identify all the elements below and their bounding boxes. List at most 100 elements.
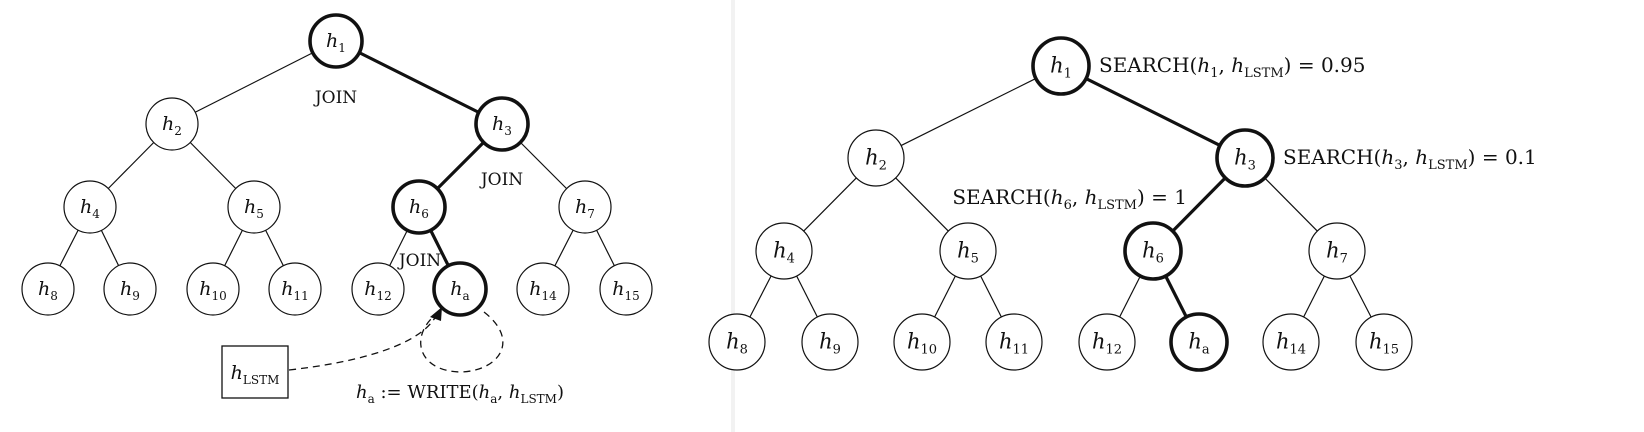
tree-node-h12: h12 bbox=[1078, 313, 1136, 371]
node-label: h12 bbox=[1092, 330, 1122, 358]
edge-h4-h9 bbox=[796, 275, 818, 318]
tree-node-h1: h1 bbox=[308, 13, 364, 69]
edge-h1-h2 bbox=[194, 52, 314, 113]
edge-h7-h15 bbox=[596, 229, 615, 267]
edge-h5-h10 bbox=[224, 229, 243, 267]
node-label: h10 bbox=[907, 330, 937, 358]
node-circle bbox=[351, 262, 405, 316]
node-label: h10 bbox=[199, 278, 227, 303]
edge-h7-h14 bbox=[554, 229, 574, 267]
tree-node-h4: h4 bbox=[755, 222, 813, 280]
edge-h2-h5 bbox=[895, 177, 949, 232]
node-circle bbox=[1031, 36, 1091, 96]
edge-h6-ha bbox=[429, 229, 450, 267]
lstm-state-label: hLSTM bbox=[231, 362, 280, 387]
join-label: JOIN bbox=[397, 251, 441, 271]
tree-node-h11: h11 bbox=[268, 262, 322, 316]
tree-node-h6: h6 bbox=[1123, 221, 1183, 281]
node-label: ha bbox=[1188, 330, 1210, 358]
tree-node-h6: h6 bbox=[391, 179, 447, 235]
edge-h1-h3 bbox=[1085, 77, 1221, 147]
tree-node-h3: h3 bbox=[1215, 128, 1275, 188]
node-label: h4 bbox=[773, 239, 795, 267]
node-label: h2 bbox=[865, 146, 887, 174]
node-circle bbox=[1215, 128, 1275, 188]
edge-h6-h12 bbox=[1119, 275, 1141, 318]
tree-node-ha: ha bbox=[432, 261, 488, 317]
edge-h7-h15 bbox=[1349, 275, 1372, 318]
tree-edges bbox=[749, 77, 1372, 318]
edge-h2-h5 bbox=[189, 142, 237, 189]
edge-h5-h11 bbox=[980, 275, 1002, 318]
lstm-state-box bbox=[221, 345, 289, 399]
node-label: h6 bbox=[1142, 239, 1164, 267]
tree-node-h8: h8 bbox=[21, 262, 75, 316]
node-label: h15 bbox=[1369, 330, 1399, 358]
edge-h3-h6 bbox=[436, 141, 485, 190]
node-circle bbox=[599, 262, 653, 316]
arrow-head-icon bbox=[430, 307, 442, 321]
node-circle bbox=[1123, 221, 1183, 281]
node-circle bbox=[432, 261, 488, 317]
node-circle bbox=[186, 262, 240, 316]
search-score-h6: SEARCH(h6, hLSTM) = 1 bbox=[952, 185, 1187, 213]
node-circle bbox=[516, 262, 570, 316]
node-label: h3 bbox=[1234, 146, 1256, 174]
tree-node-h14: h14 bbox=[516, 262, 570, 316]
node-label: ha bbox=[450, 278, 469, 303]
edge-h6-ha bbox=[1164, 275, 1188, 318]
node-circle bbox=[391, 179, 447, 235]
tree-node-h15: h15 bbox=[1355, 313, 1413, 371]
tree-node-h7: h7 bbox=[1308, 222, 1366, 280]
node-circle bbox=[1355, 313, 1413, 371]
node-circle bbox=[1262, 313, 1320, 371]
node-circle bbox=[1169, 312, 1229, 372]
tree-node-h7: h7 bbox=[558, 180, 612, 234]
node-label: h14 bbox=[529, 278, 557, 303]
edge-h3-h7 bbox=[519, 141, 568, 190]
edge-h1-h2 bbox=[900, 77, 1037, 147]
node-label: h5 bbox=[244, 196, 264, 221]
tree-node-h10: h10 bbox=[893, 313, 951, 371]
edge-h7-h14 bbox=[1303, 275, 1325, 318]
edge-h4-h8 bbox=[749, 275, 772, 318]
node-circle bbox=[227, 180, 281, 234]
node-circle bbox=[1078, 313, 1136, 371]
node-circle bbox=[847, 129, 905, 187]
node-circle bbox=[1308, 222, 1366, 280]
tree-node-h15: h15 bbox=[599, 262, 653, 316]
node-label: h9 bbox=[819, 330, 841, 358]
node-circle bbox=[308, 13, 364, 69]
node-circle bbox=[801, 313, 859, 371]
node-label: h8 bbox=[726, 330, 748, 358]
tree-node-h2: h2 bbox=[145, 97, 199, 151]
tree-node-h10: h10 bbox=[186, 262, 240, 316]
node-circle bbox=[893, 313, 951, 371]
node-label: h14 bbox=[1276, 330, 1306, 358]
node-label: h1 bbox=[1050, 54, 1072, 82]
tree-node-h9: h9 bbox=[801, 313, 859, 371]
tree-node-h9: h9 bbox=[103, 262, 157, 316]
node-circle bbox=[268, 262, 322, 316]
node-circle bbox=[103, 262, 157, 316]
join-label: JOIN bbox=[479, 170, 523, 190]
node-label: h6 bbox=[409, 196, 429, 221]
edge-h1-h3 bbox=[358, 51, 480, 114]
node-circle bbox=[708, 313, 766, 371]
node-label: h15 bbox=[612, 278, 640, 303]
edge-h6-h12 bbox=[389, 229, 408, 267]
search-score-h3: SEARCH(h3, hLSTM) = 0.1 bbox=[1283, 145, 1537, 173]
node-label: h7 bbox=[575, 196, 595, 221]
edge-h2-h4 bbox=[803, 177, 857, 232]
node-label: h3 bbox=[492, 113, 512, 138]
tree-node-ha: ha bbox=[1169, 312, 1229, 372]
edge-h2-h4 bbox=[107, 142, 155, 189]
edge-h5-h10 bbox=[934, 275, 956, 318]
tree-node-h5: h5 bbox=[227, 180, 281, 234]
node-label: h12 bbox=[364, 278, 392, 303]
edge-h4-h8 bbox=[59, 229, 79, 267]
write-self-loop bbox=[420, 311, 504, 373]
